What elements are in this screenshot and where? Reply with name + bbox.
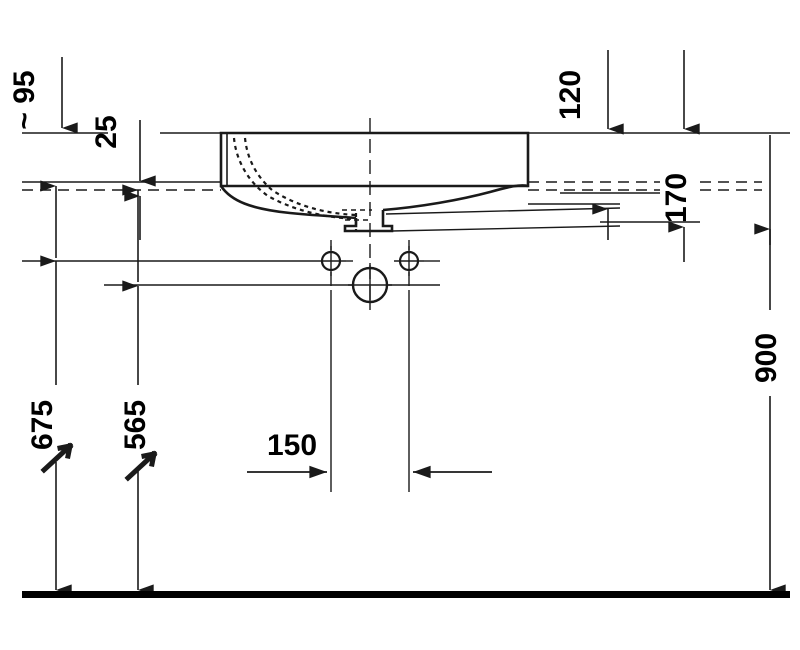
- apron-line-lower-right: [391, 225, 621, 232]
- dimension-170: 170: [660, 50, 700, 262]
- dimension-675-label: 675: [26, 400, 59, 450]
- dimension-900: 900: [750, 135, 786, 596]
- floor-line-group: [22, 591, 790, 598]
- apron-line-upper-right: [385, 207, 621, 215]
- dimension-675-diagonal-arrow: [40, 442, 74, 474]
- dimension-120-label: 120: [554, 70, 587, 120]
- dimension-900-label: 900: [750, 333, 783, 383]
- dimension-675: 675: [26, 180, 74, 596]
- dimension-95-label: ~ 95: [8, 70, 41, 129]
- dimension-150-label: 150: [267, 429, 317, 462]
- dimension-120: 120: [554, 50, 624, 240]
- floor-line: [22, 591, 790, 598]
- dimension-95: ~ 95: [8, 57, 78, 134]
- dimension-25-label: 25: [90, 115, 123, 148]
- counter-apron-lines: [385, 192, 660, 232]
- basin-interior-profile-b: [243, 137, 357, 217]
- dimension-170-label: 170: [660, 173, 693, 223]
- horizontal-reference-lines: [22, 203, 700, 286]
- hole-group: [316, 246, 424, 307]
- basin-rim-outline: [219, 131, 530, 188]
- dimension-565-label: 565: [119, 400, 152, 450]
- dimension-25: 25: [90, 115, 156, 240]
- dimension-565-diagonal-arrow: [124, 450, 158, 482]
- basin-underside-right-curve: [382, 184, 529, 212]
- dimension-565: 565: [119, 184, 158, 596]
- dimension-150: 150: [247, 429, 492, 479]
- washbasin-body: [219, 131, 530, 233]
- basin-drain-recess: [343, 210, 394, 233]
